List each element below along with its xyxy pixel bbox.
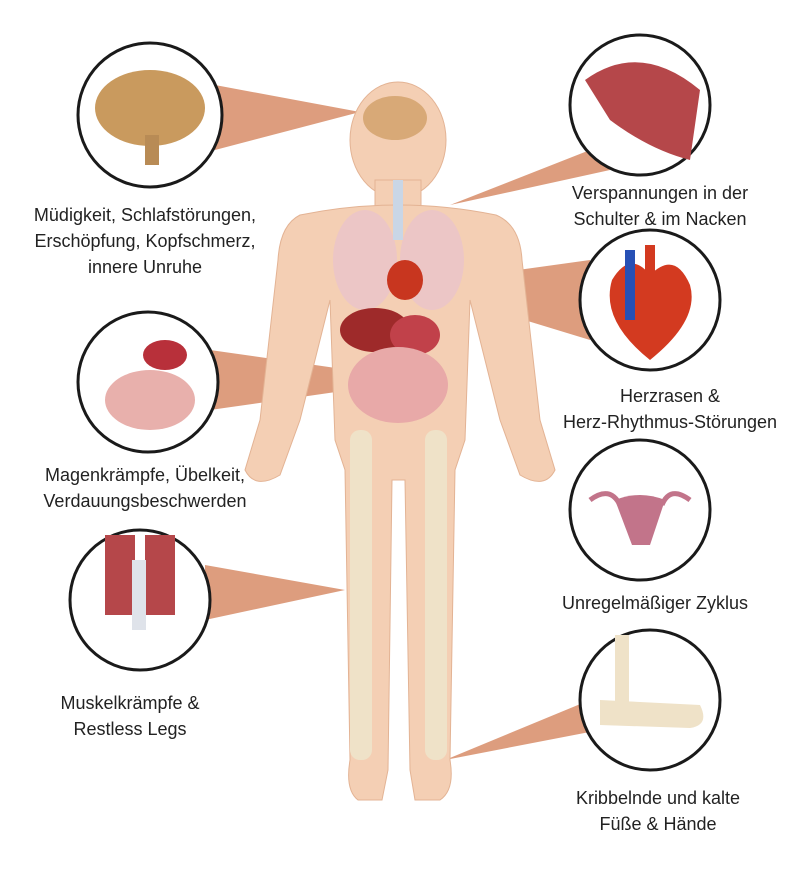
heart-icon [609,245,692,360]
label-line: Herz-Rhythmus-Störungen [562,412,778,432]
label-digestion: Magenkrämpfe, Übelkeit, Verdauungsbeschw… [43,462,246,514]
label-line: Herzrasen & [619,386,721,406]
intestine-icon [105,340,195,430]
label-line: Restless Legs [73,719,187,739]
label-line: Füße & Hände [599,814,717,834]
organs [333,96,464,760]
pointer-brain [215,85,360,150]
label-line: Schulter & im Nacken [573,209,747,229]
label-heart: Herzrasen & Herz-Rhythmus-Störungen [563,383,777,435]
label-feet: Kribbelnde und kalte Füße & Hände [576,785,740,837]
label-line: Verdauungsbeschwerden [43,491,247,511]
label-shoulder: Verspannungen in der Schulter & im Nacke… [572,180,748,232]
label-legs: Muskelkrämpfe & Restless Legs [60,690,199,742]
uterus-icon [588,491,692,545]
label-line: Verspannungen in der [571,183,749,203]
label-line: innere Unruhe [87,257,203,277]
brain-icon [95,70,205,165]
label-line: Müdigkeit, Schlafstörungen, [33,205,257,225]
pointer-shoulder [450,150,610,205]
label-brain: Müdigkeit, Schlafstörungen, Erschöpfung,… [34,202,256,280]
circle-icons [95,62,704,728]
pointer-foot [445,700,600,760]
shoulder-icon [585,62,700,160]
knee-icon [105,535,175,630]
label-line: Muskelkrämpfe & [60,693,200,713]
label-line: Erschöpfung, Kopfschmerz, [34,231,256,251]
label-line: Unregelmäßiger Zyklus [561,593,749,613]
pointer-knee [205,565,345,620]
label-cycle: Unregelmäßiger Zyklus [562,590,748,616]
foot-circle [578,628,722,772]
label-line: Magenkrämpfe, Übelkeit, [44,465,246,485]
foot-icon [600,635,704,728]
label-line: Kribbelnde und kalte [575,788,741,808]
